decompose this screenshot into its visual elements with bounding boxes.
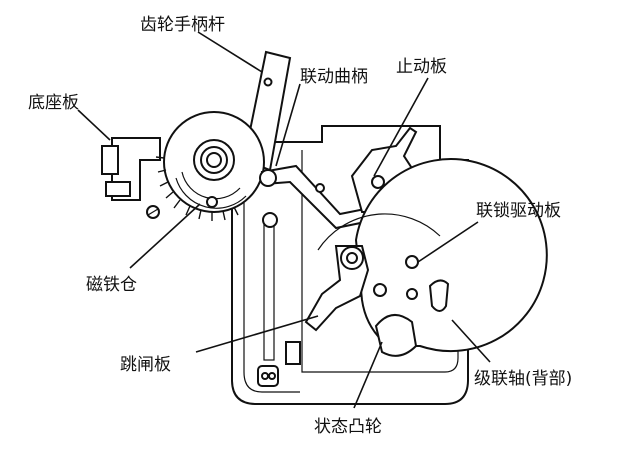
interlock-drive-inner (317, 213, 441, 251)
leader-base-plate (77, 109, 111, 141)
leader-state-cam (353, 341, 383, 409)
label-stop-plate: 止动板 (396, 57, 447, 77)
rail-screw (262, 212, 278, 228)
drive-plate-pin (406, 288, 418, 300)
leader-cascade-shaft (451, 319, 491, 363)
label-base-plate: 底座板 (28, 93, 79, 113)
state-cam-shape (374, 314, 418, 357)
interlock-drive-plate-shape (354, 158, 548, 353)
label-linkage-crank: 联动曲柄 (300, 67, 368, 87)
label-gear-handle-lever: 齿轮手柄杆 (140, 15, 225, 35)
leader-magnet-housing (129, 203, 201, 269)
gear-teeth (155, 156, 239, 221)
stop-plate-hole (371, 175, 385, 189)
magnet-housing-hole (206, 196, 218, 208)
connector-pin-a (261, 372, 269, 380)
base-plate-tab (101, 145, 119, 175)
base-screw-slot (147, 208, 159, 216)
label-cascade-shaft-back: 级联轴(背部) (474, 369, 572, 389)
housing-left-step (243, 200, 300, 393)
drive-plate-slot (428, 279, 450, 312)
label-interlock-drive-plate: 联锁驱动板 (476, 201, 561, 221)
label-trip-plate: 跳闸板 (120, 355, 171, 375)
housing-inner-edge (301, 150, 459, 373)
leader-linkage-crank (275, 83, 301, 167)
base-plate-slot (105, 181, 131, 197)
leader-stop-plate (373, 77, 429, 177)
label-magnet-housing: 磁铁仓 (86, 275, 137, 295)
drive-plate-pivot (405, 255, 419, 269)
crank-mid-pin (315, 183, 325, 193)
leader-lines (77, 31, 491, 409)
trip-plate-pin (373, 283, 387, 297)
leader-interlock-drive (417, 221, 479, 263)
gear-hub-inner (206, 152, 222, 168)
leader-trip-plate (195, 315, 319, 353)
magnet-housing-arc (181, 171, 241, 200)
gear-inner-arc (175, 177, 247, 209)
lever-hole (263, 77, 273, 87)
label-state-cam: 状态凸轮 (314, 417, 382, 437)
leader-gear-handle (197, 31, 263, 73)
main-pivot-inner (346, 252, 358, 264)
connector-pin-b (268, 372, 276, 380)
side-bracket (285, 341, 301, 365)
crank-pivot (259, 169, 277, 187)
